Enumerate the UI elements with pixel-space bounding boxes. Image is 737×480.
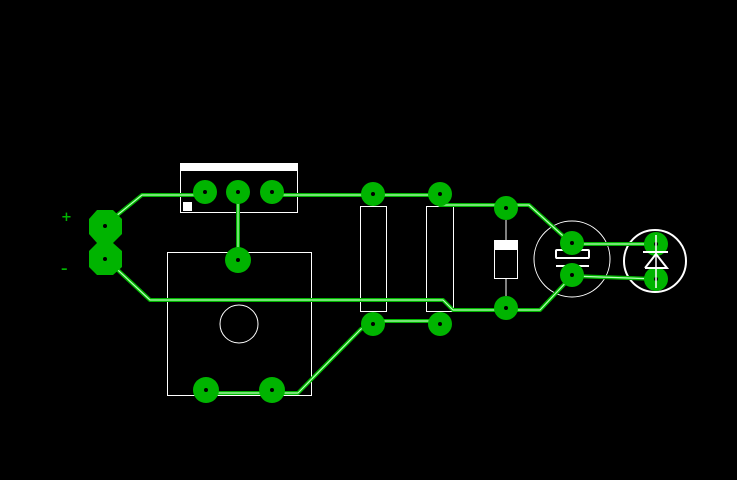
transformer-mount-hole <box>219 304 259 344</box>
diode-cathode-band <box>494 240 518 250</box>
plus-label: + <box>61 210 72 225</box>
regulator-heatsink-tab <box>180 163 298 171</box>
minus-label: – <box>61 262 68 277</box>
pads-layer <box>89 180 668 403</box>
silkscreen-top <box>556 235 670 288</box>
regulator-pin1-marker <box>183 202 192 211</box>
resistor-1-outline <box>360 206 387 312</box>
led-outline <box>623 229 687 293</box>
capacitor-outline <box>533 220 611 298</box>
